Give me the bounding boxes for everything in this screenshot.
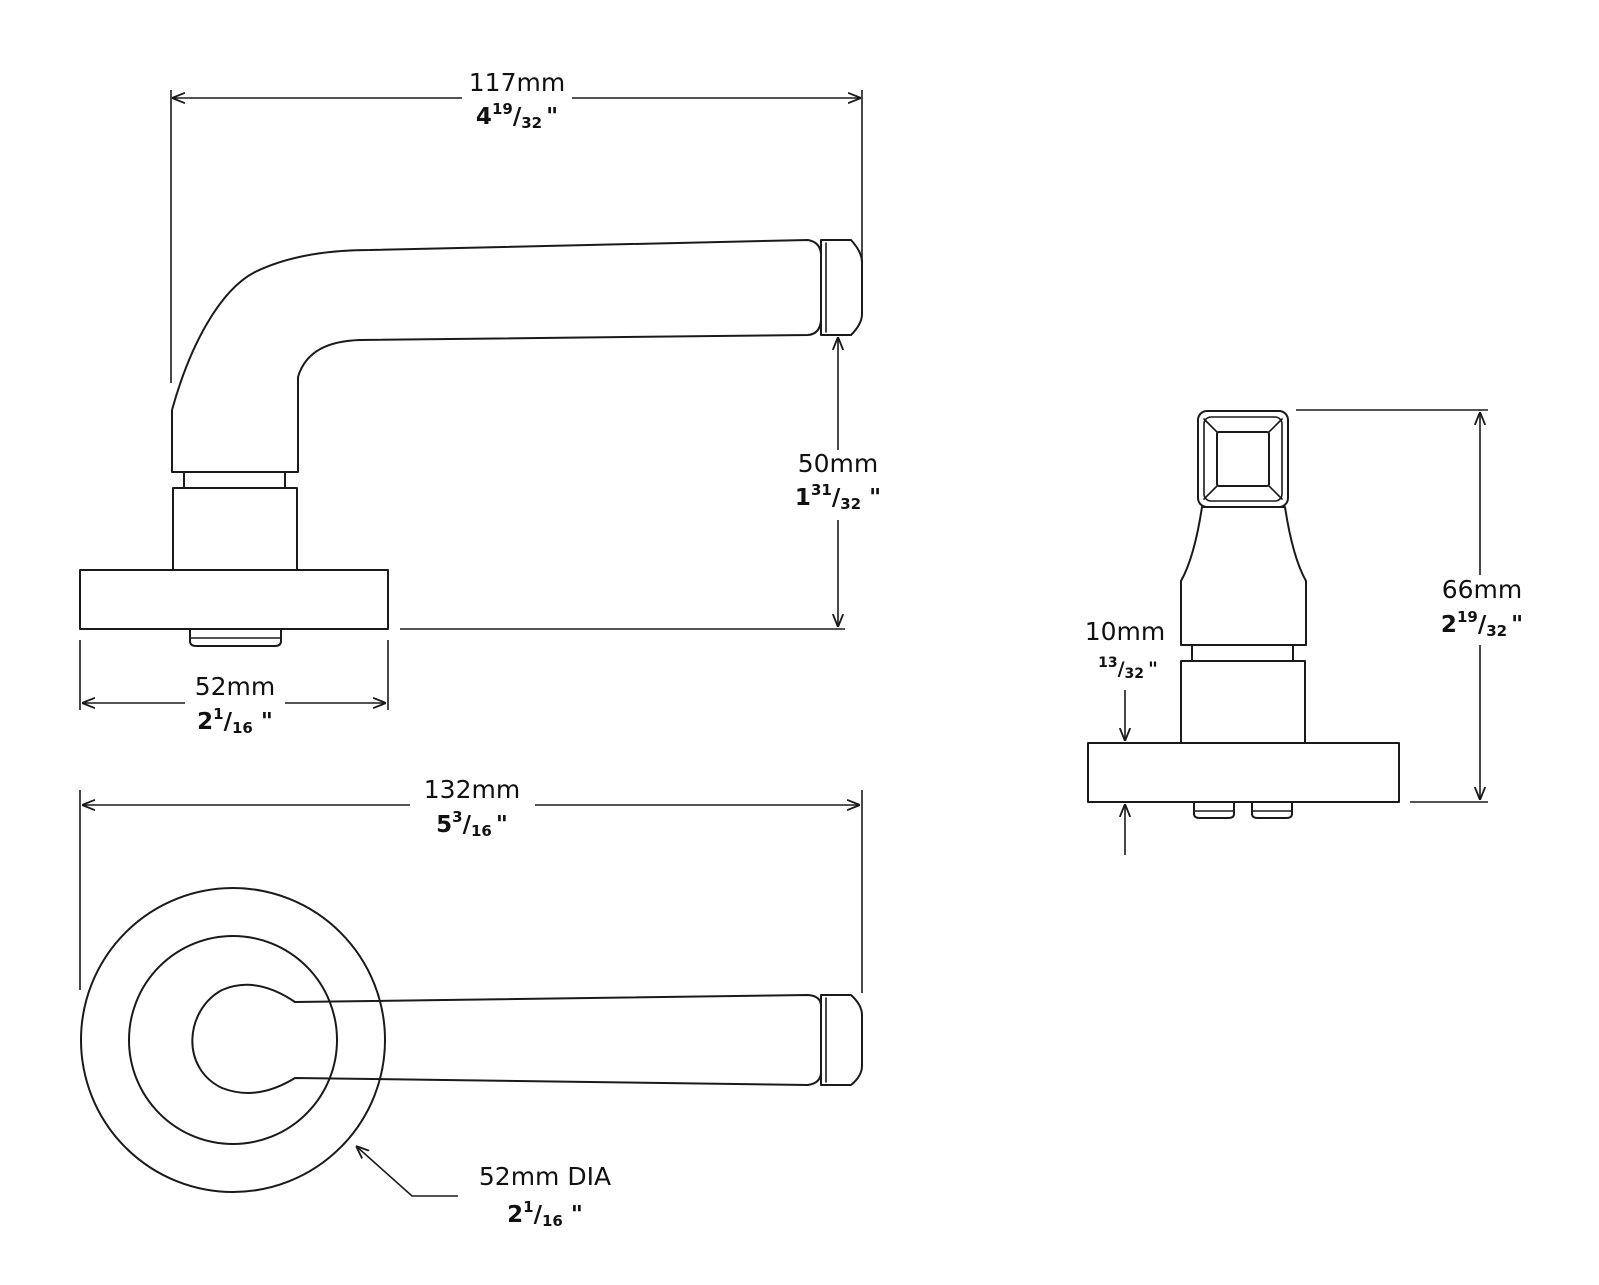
dim-overall-length-mm: 132mm — [424, 775, 520, 804]
dim-rose-width: 52mm 21/16" — [79, 640, 389, 737]
dim-rose-thickness: 10mm 13/32" — [1085, 617, 1166, 855]
end-view — [1087, 410, 1400, 819]
dim-lever-length-mm: 117mm — [469, 68, 565, 97]
top-rose-outer-ring — [80, 887, 386, 1193]
dim-overall-length: 132mm 53/16" — [79, 775, 863, 993]
end-neck — [1180, 660, 1306, 744]
side-rose-plate — [79, 569, 389, 630]
side-neck — [172, 487, 298, 571]
dim-lever-length-inch: 419/32" — [476, 100, 558, 132]
top-lever-body — [191, 983, 822, 1094]
end-screw-left — [1193, 801, 1235, 819]
dim-end-height: 66mm 219/32" — [1296, 409, 1532, 803]
end-grip-mid — [1203, 416, 1283, 502]
end-rose-plate — [1087, 742, 1400, 803]
dim-rose-diameter-inch: 21/16" — [507, 1198, 583, 1230]
dim-lever-height-inch: 131/32" — [795, 481, 881, 513]
dim-rose-width-mm: 52mm — [195, 672, 276, 701]
dim-lever-height-mm: 50mm — [798, 449, 879, 478]
dim-lever-height: 50mm 131/32" — [400, 337, 885, 630]
dim-rose-diameter-mm: 52mm DIA — [479, 1162, 611, 1191]
end-grip-outer — [1197, 410, 1289, 508]
dim-rose-diameter: 52mm DIA 21/16" — [356, 1146, 611, 1230]
side-collar — [183, 471, 286, 489]
top-rose-inner-ring — [128, 935, 338, 1145]
side-spindle-stub — [189, 628, 282, 647]
top-view — [80, 887, 863, 1193]
dim-rose-thickness-inch: 13/32" — [1098, 655, 1158, 682]
side-lever-body — [171, 239, 822, 473]
dim-rose-thickness-mm: 10mm — [1085, 617, 1166, 646]
dim-end-height-mm: 66mm — [1442, 575, 1523, 604]
end-grip-inner — [1216, 431, 1270, 487]
end-lever-shank — [1180, 506, 1307, 646]
side-view — [79, 239, 863, 647]
dim-end-height-inch: 219/32" — [1441, 608, 1523, 640]
dim-lever-length: 117mm 419/32" — [170, 68, 863, 383]
top-end-cap — [820, 994, 863, 1086]
dim-overall-length-inch: 53/16" — [436, 808, 508, 840]
side-end-cap — [820, 239, 863, 336]
end-screw-right — [1251, 801, 1293, 819]
end-collar — [1191, 644, 1294, 662]
dim-rose-width-inch: 21/16" — [197, 705, 273, 737]
